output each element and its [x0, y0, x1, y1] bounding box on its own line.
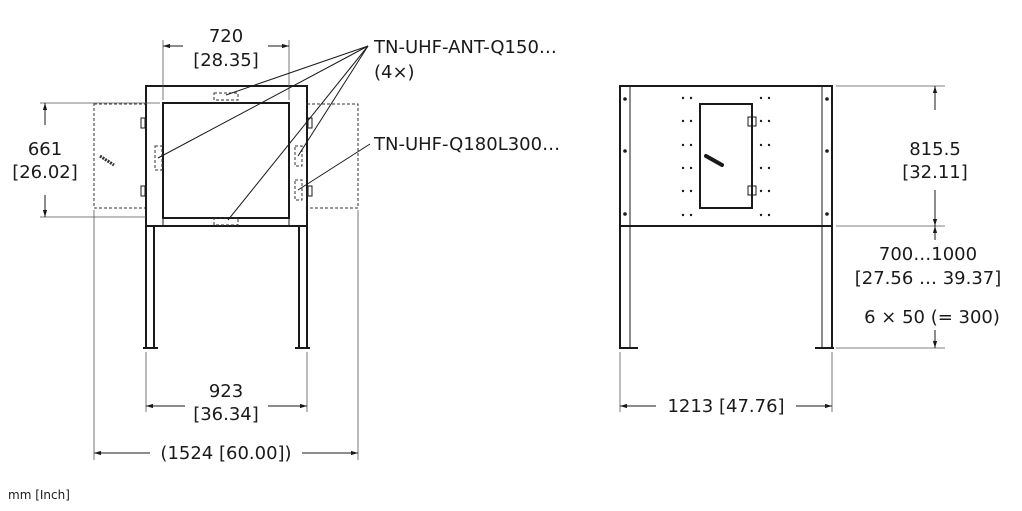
dim-661: 661 [26.02] — [12, 102, 160, 218]
frame-outer — [145, 85, 308, 227]
dim-leg-height: 700…1000 [27.56 … 39.37] 6 × 50 (= 300) — [836, 226, 1002, 349]
hinge — [747, 116, 757, 127]
antenna-part-label: TN-UHF-ANT-Q150… — [373, 37, 557, 58]
leg-height-inch: [27.56 … 39.37] — [855, 268, 1002, 289]
leg-height-steps: 6 × 50 (= 300) — [864, 307, 1000, 328]
panel — [619, 85, 833, 227]
dim-1524: (1524 [60.00]) — [93, 210, 359, 464]
antenna-top — [213, 92, 239, 101]
dim-923: 923 [36.34] — [145, 352, 308, 425]
antenna-bottom — [213, 217, 239, 226]
handle — [704, 154, 724, 167]
door — [699, 103, 753, 209]
right-view — [619, 85, 834, 349]
antenna-left — [154, 145, 163, 171]
dim-923-mm: 923 — [209, 381, 243, 402]
dim-815-inch: [32.11] — [902, 162, 968, 183]
hinge — [140, 117, 146, 129]
callout-reader: TN-UHF-Q180L300… — [297, 134, 560, 191]
dim-1213: 1213 [47.76] — [619, 352, 833, 417]
frame-opening — [162, 102, 290, 219]
dim-661-inch: [26.02] — [12, 162, 78, 183]
antenna-right — [294, 145, 303, 167]
units-note: mm [Inch] — [8, 488, 70, 502]
hinge — [140, 185, 146, 197]
dim-720-mm: 720 — [209, 26, 243, 47]
dim-1524-label: (1524 [60.00]) — [160, 443, 291, 464]
antenna-count-label: (4×) — [374, 62, 415, 83]
side-door-left-dashed — [93, 103, 147, 209]
handle — [99, 154, 115, 167]
dim-720: 720 [28.35] — [162, 26, 290, 100]
leg-left — [145, 225, 155, 349]
bolt-holes — [623, 96, 829, 217]
reader-box — [294, 179, 303, 201]
dim-815: 815.5 [32.11] — [836, 85, 968, 227]
leg-height-mm: 700…1000 — [879, 244, 977, 265]
callout-antenna: TN-UHF-ANT-Q150… (4×) — [157, 37, 557, 221]
dim-815-mm: 815.5 — [909, 139, 961, 160]
dim-720-inch: [28.35] — [193, 50, 259, 71]
hinge — [307, 185, 313, 197]
dim-923-inch: [36.34] — [193, 404, 259, 425]
hinge — [747, 185, 757, 196]
dim-661-mm: 661 — [28, 139, 62, 160]
left-view — [93, 85, 359, 349]
dim-1213-label: 1213 [47.76] — [667, 396, 784, 417]
leg-right — [298, 225, 308, 349]
reader-part-label: TN-UHF-Q180L300… — [373, 134, 560, 155]
